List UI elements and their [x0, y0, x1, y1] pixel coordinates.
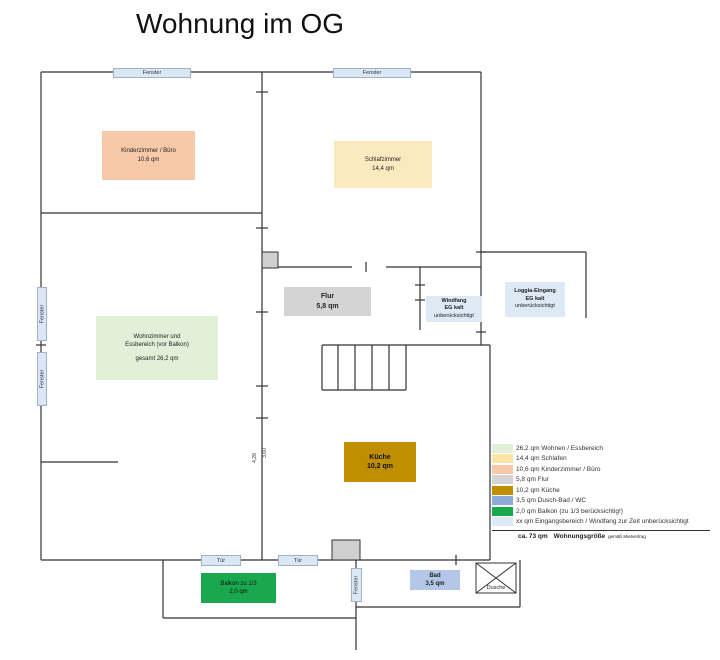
legend-text: 10,2 qm Küche: [516, 486, 560, 494]
window-top-left: Fenster: [113, 68, 191, 78]
legend-swatch: [492, 475, 513, 485]
room-area: gesamt 26,2 qm: [135, 356, 179, 363]
room-bad: Bad 3,5 qm: [410, 570, 460, 590]
legend-item: 14,4 qm Schlafen: [492, 454, 710, 465]
room-name: Loggia-Eingang: [514, 288, 556, 295]
legend-swatch: [492, 485, 513, 495]
page-title: Wohnung im OG: [136, 8, 345, 39]
total-value: ca. 73 qm: [518, 533, 548, 540]
window-bath: Fenster: [351, 568, 362, 602]
dimension-label: 3,60: [261, 448, 268, 458]
room-schlafzimmer: Schlafzimmer 14,4 qm: [334, 141, 432, 188]
legend-text: 5,8 qm Flur: [516, 476, 549, 484]
legend-text: xx qm Eingangsbereich / Windfang zur Zei…: [516, 518, 689, 526]
staircase: [321, 344, 490, 391]
legend-swatch: [492, 506, 513, 516]
window-left-upper: Fenster: [37, 287, 47, 341]
room-balkon: Balkon zu 1/3 2,0 qm: [201, 573, 276, 603]
total-note: gemäß Mietvertrag: [608, 534, 646, 539]
room-area: 14,4 qm: [372, 165, 394, 172]
room-sub: EG kalt: [525, 295, 545, 302]
legend-swatch: [492, 464, 513, 474]
room-area: 10,6 qm: [137, 156, 160, 163]
room-name: Balkon zu 1/3: [220, 580, 257, 587]
room-name: Schlafzimmer: [364, 157, 402, 164]
room-area: 10,2 qm: [366, 463, 394, 470]
window-top-right: Fenster: [333, 68, 411, 78]
legend-swatch: [492, 443, 513, 453]
room-name: Wohnzimmer und: [133, 333, 181, 340]
room-name: Küche: [369, 453, 391, 461]
legend-text: 14,4 qm Schlafen: [516, 455, 567, 463]
room-name-2: Essbereich (vor Balkon): [125, 341, 189, 348]
legend-text: 10,6 qm Kinderzimmer / Büro: [516, 465, 601, 473]
legend-item: 5,8 qm Flur: [492, 475, 710, 486]
legend-item: 10,6 qm Kinderzimmer / Büro: [492, 464, 710, 475]
room-note: unberücksichtigt: [434, 312, 474, 319]
total-label: Wohnungsgröße: [553, 533, 606, 540]
door-balcony-left: Tür: [201, 555, 241, 566]
legend-item: 26,2 qm Wohnen / Essbereich: [492, 443, 710, 454]
legend: 26,2 qm Wohnen / Essbereich 14,4 qm Schl…: [492, 443, 710, 540]
shower-label: Dusche: [486, 585, 506, 592]
legend-item: 3,5 qm Dusch-Bad / WC: [492, 496, 710, 507]
door-balcony-right: Tür: [278, 555, 318, 566]
room-kueche: Küche 10,2 qm: [344, 442, 416, 482]
dimension-label: 4,28: [251, 453, 258, 463]
legend-text: 2,0 qm Balkon (zu 1/3 berücksichtig!): [516, 507, 623, 515]
room-name: Kinderzimmer / Büro: [121, 148, 176, 155]
room-area: 3,5 qm: [425, 581, 445, 587]
room-area: 5,8 qm: [316, 302, 339, 310]
room-flur: Flur 5,8 qm: [284, 287, 371, 316]
room-name: Bad: [429, 572, 441, 579]
window-left-lower: Fenster: [37, 352, 47, 406]
room-name: Flur: [320, 293, 335, 301]
legend-item: xx qm Eingangsbereich / Windfang zur Zei…: [492, 517, 710, 528]
legend-swatch: [492, 496, 513, 506]
legend-swatch: [492, 454, 513, 464]
room-loggia: Loggia-Eingang EG kalt unberücksichtigt: [505, 282, 565, 317]
legend-item: 2,0 qm Balkon (zu 1/3 berücksichtig!): [492, 506, 710, 517]
legend-swatch: [492, 517, 513, 527]
legend-text: 26,2 qm Wohnen / Essbereich: [516, 444, 603, 452]
room-note: unberücksichtigt: [515, 303, 555, 310]
legend-rows: 26,2 qm Wohnen / Essbereich 14,4 qm Schl…: [492, 443, 710, 527]
room-sub: EG kalt: [444, 305, 464, 312]
shaft-block: [261, 251, 279, 269]
room-name: Windfang: [441, 297, 467, 304]
chimney-block: [331, 539, 361, 561]
shower-symbol: [475, 562, 517, 594]
room-kinderzimmer: Kinderzimmer / Büro 10,6 qm: [102, 131, 195, 180]
room-area: 2,0 qm: [229, 589, 248, 595]
legend-text: 3,5 qm Dusch-Bad / WC: [516, 497, 587, 505]
total-area: ca. 73 qm Wohnungsgröße gemäß Mietvertra…: [492, 530, 710, 540]
legend-item: 10,2 qm Küche: [492, 485, 710, 496]
room-windfang: Windfang EG kalt unberücksichtigt: [426, 296, 482, 322]
room-wohnzimmer: Wohnzimmer und Essbereich (vor Balkon) g…: [96, 316, 218, 380]
